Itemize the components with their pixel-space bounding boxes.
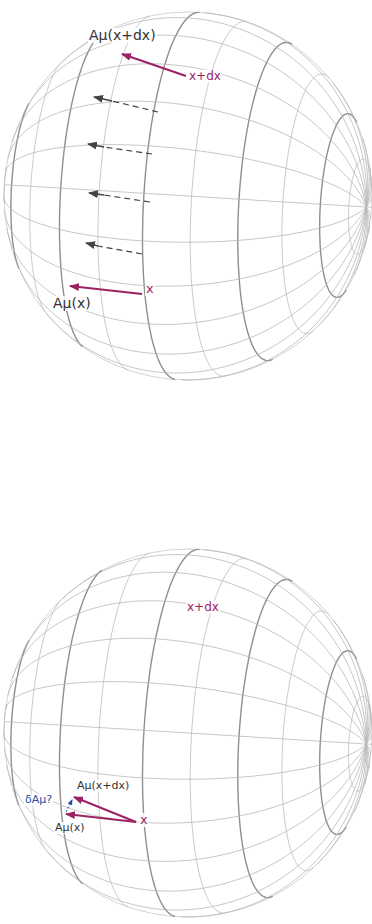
grid-line [12, 601, 366, 744]
grid-line [333, 619, 368, 744]
grid-line [6, 145, 367, 207]
sphere-grid [4, 549, 372, 917]
grid-line [46, 744, 366, 910]
grid-line [7, 207, 366, 324]
grid-line [238, 43, 292, 361]
grid-line [366, 721, 371, 745]
sphere-outline [4, 549, 372, 917]
point-label: x+dx [188, 70, 222, 83]
vector-label: Aμ(x) [54, 822, 86, 834]
grid-line [12, 64, 366, 207]
grid-line [238, 580, 292, 898]
grid-line [282, 74, 330, 334]
grid-line [8, 101, 367, 207]
grid-line [366, 196, 372, 207]
grid-line [5, 207, 367, 286]
grid-line [24, 572, 367, 744]
sphere-grid [4, 12, 372, 380]
grid-line [46, 207, 366, 373]
grid-line [24, 35, 367, 207]
difference-vector [66, 800, 72, 812]
grid-line [181, 207, 366, 380]
grid-line [204, 550, 367, 744]
sphere-outline [4, 12, 372, 380]
grid-line [15, 744, 367, 891]
grid-line [366, 733, 372, 744]
grid-line [4, 722, 366, 744]
grid-line [8, 638, 367, 744]
vector-arrow [74, 797, 136, 822]
vector-arrow [122, 54, 186, 76]
vector-arrow [70, 286, 142, 294]
grid-line [6, 682, 367, 744]
grid-line [5, 744, 367, 823]
grid-line [333, 82, 368, 207]
vector-label: Aμ(x+dx) [88, 28, 157, 43]
vector-label: Aμ(x+dx) [76, 780, 130, 792]
point-label: x [145, 282, 155, 296]
point-label: x [139, 813, 149, 827]
grid-line [62, 555, 367, 744]
vector-label: Aμ(x) [52, 296, 92, 311]
grid-line [181, 744, 366, 917]
grid-line [282, 611, 330, 871]
grid-line [7, 744, 366, 861]
grid-line [204, 13, 367, 207]
grid-line [4, 185, 366, 207]
difference-label: δAμ? [24, 794, 53, 806]
grid-line [15, 207, 367, 354]
transported-vectors [86, 97, 158, 254]
point-label: x+dx [186, 601, 220, 614]
grid-line [62, 18, 367, 207]
grid-line [366, 184, 371, 208]
